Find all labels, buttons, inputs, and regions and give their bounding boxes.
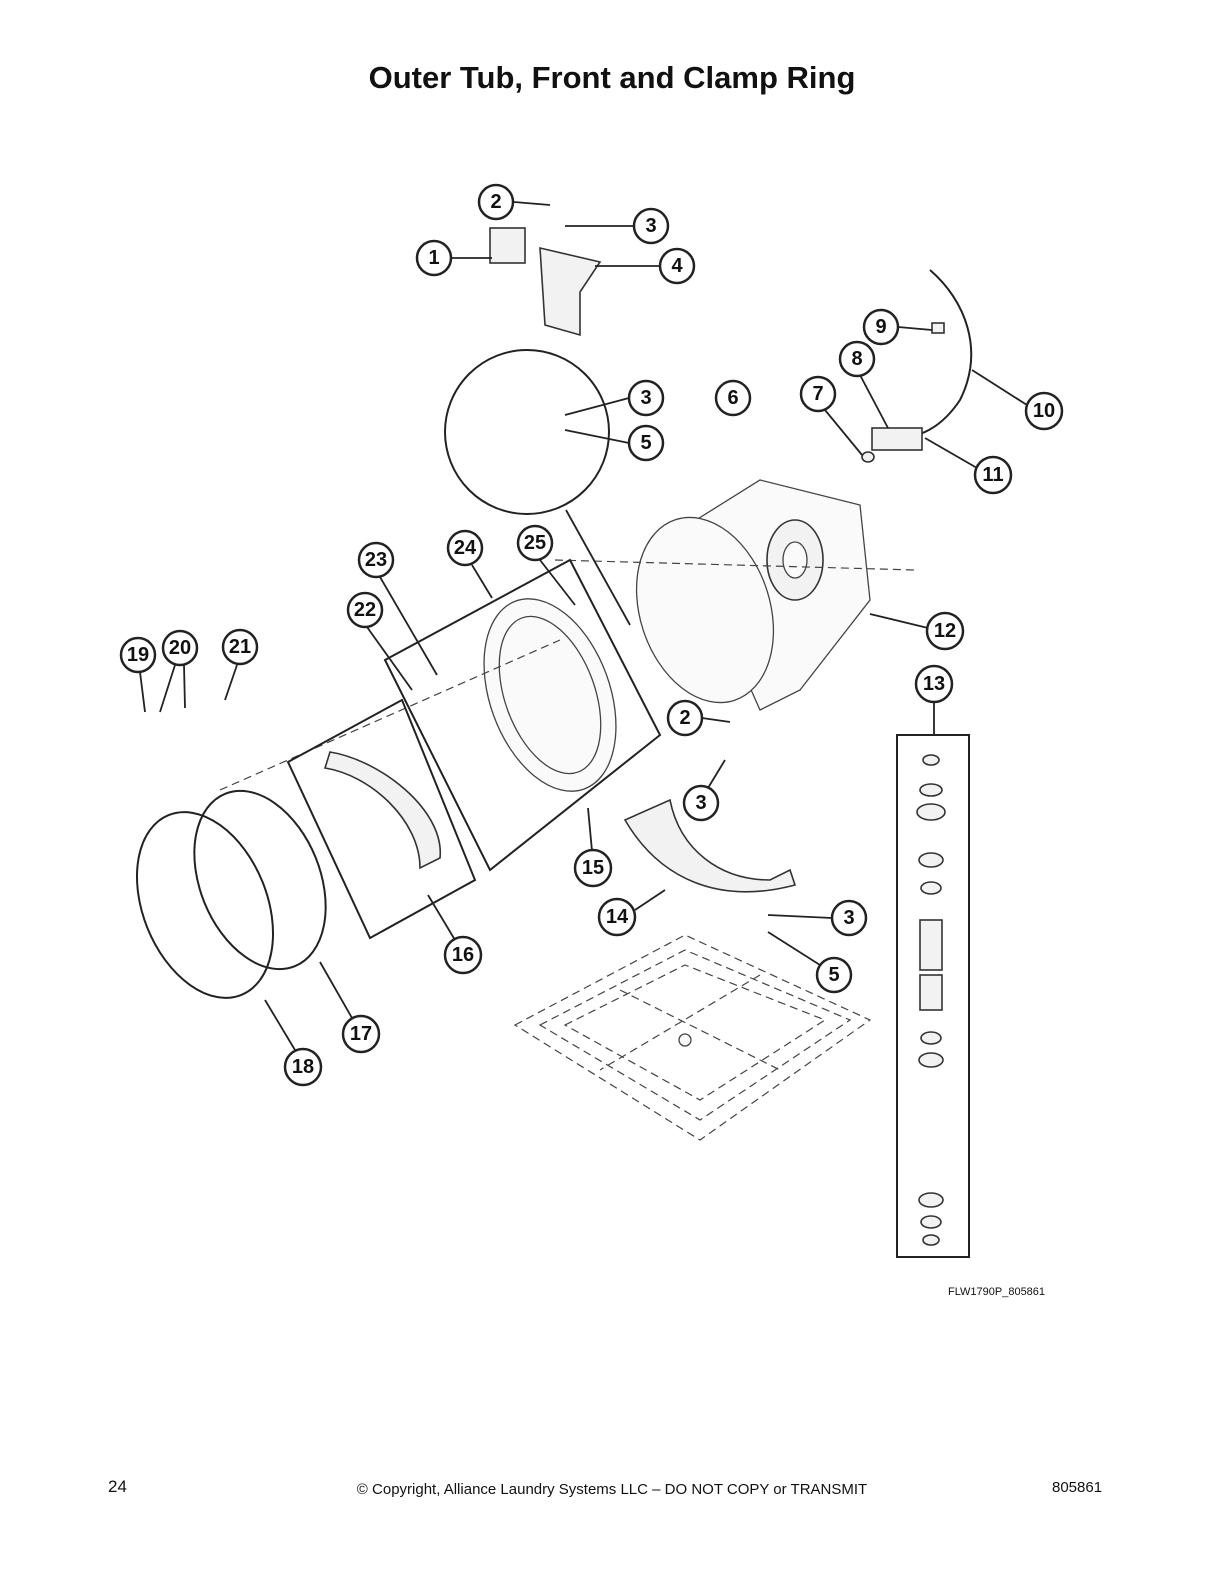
tub-support: [623, 798, 797, 893]
callout-16: 16: [443, 935, 483, 975]
svg-text:3: 3: [640, 387, 651, 409]
svg-text:5: 5: [828, 964, 839, 986]
svg-text:21: 21: [229, 636, 251, 658]
callout-5b: 5: [815, 956, 853, 994]
callout-17: 17: [341, 1014, 381, 1054]
callout-21: 21: [221, 628, 259, 666]
callout-7: 7: [799, 375, 837, 413]
clamp-ring-and-gasket: [135, 639, 561, 999]
callout-19: 19: [119, 636, 157, 674]
svg-text:3: 3: [645, 215, 656, 237]
svg-text:20: 20: [169, 637, 191, 659]
callout-20: 20: [161, 629, 199, 667]
callout-13: 13: [914, 664, 954, 704]
callouts: 2 3 1 4 3 5 6 7 8 9 10 11 12 13 2 3 3 5 …: [119, 183, 1064, 1087]
callout-12: 12: [925, 611, 965, 651]
callout-4: 4: [658, 247, 696, 285]
svg-text:4: 4: [671, 255, 683, 277]
callout-3c: 3: [682, 784, 720, 822]
shock-absorber-kit: [896, 734, 970, 1258]
svg-text:25: 25: [524, 532, 546, 554]
svg-text:5: 5: [640, 432, 651, 454]
detail-view: [444, 349, 631, 626]
upper-components: [489, 227, 973, 463]
outer-tub: [554, 479, 916, 711]
callout-14: 14: [597, 897, 637, 937]
callout-15: 15: [573, 848, 613, 888]
svg-text:11: 11: [982, 464, 1003, 486]
svg-text:16: 16: [452, 944, 474, 966]
svg-text:17: 17: [350, 1023, 372, 1045]
tub-front: [383, 558, 662, 872]
callout-25: 25: [516, 524, 554, 562]
callout-22: 22: [346, 591, 384, 629]
callout-10: 10: [1024, 391, 1064, 431]
svg-text:22: 22: [354, 599, 376, 621]
callout-5: 5: [627, 424, 665, 462]
svg-text:2: 2: [490, 191, 501, 213]
base-frame: [513, 934, 872, 1141]
callout-2b: 2: [666, 699, 704, 737]
svg-text:8: 8: [851, 348, 862, 370]
svg-text:2: 2: [679, 707, 690, 729]
callout-6: 6: [714, 379, 752, 417]
page-title: Outer Tub, Front and Clamp Ring: [368, 60, 856, 95]
svg-text:6: 6: [727, 387, 738, 409]
svg-text:10: 10: [1033, 400, 1055, 422]
svg-text:13: 13: [923, 673, 945, 695]
inner-ring-segment: [286, 698, 477, 940]
callout-2: 2: [477, 183, 515, 221]
callout-1: 1: [415, 239, 453, 277]
svg-text:3: 3: [843, 907, 854, 929]
svg-text:18: 18: [292, 1056, 314, 1078]
callout-18: 18: [283, 1047, 323, 1087]
svg-text:23: 23: [365, 549, 387, 571]
svg-text:19: 19: [127, 644, 149, 666]
callout-24: 24: [446, 529, 484, 567]
svg-text:24: 24: [454, 537, 477, 559]
callout-9: 9: [862, 308, 900, 346]
svg-text:14: 14: [606, 906, 629, 928]
callout-3d: 3: [830, 899, 868, 937]
document-number: 805861: [1052, 1479, 1103, 1496]
figure-code: FLW1790P_805861: [948, 1286, 1046, 1298]
callout-3: 3: [632, 207, 670, 245]
svg-text:15: 15: [582, 857, 604, 879]
page-number: 24: [108, 1477, 127, 1496]
callout-3b: 3: [627, 379, 665, 417]
svg-text:1: 1: [428, 247, 439, 269]
callout-23: 23: [357, 541, 395, 579]
callout-8: 8: [838, 340, 876, 378]
svg-text:9: 9: [875, 316, 886, 338]
copyright-notice: © Copyright, Alliance Laundry Systems LL…: [356, 1481, 868, 1498]
callout-11: 11: [973, 455, 1013, 495]
svg-text:12: 12: [934, 620, 956, 642]
svg-text:3: 3: [695, 792, 706, 814]
svg-text:7: 7: [812, 383, 823, 405]
